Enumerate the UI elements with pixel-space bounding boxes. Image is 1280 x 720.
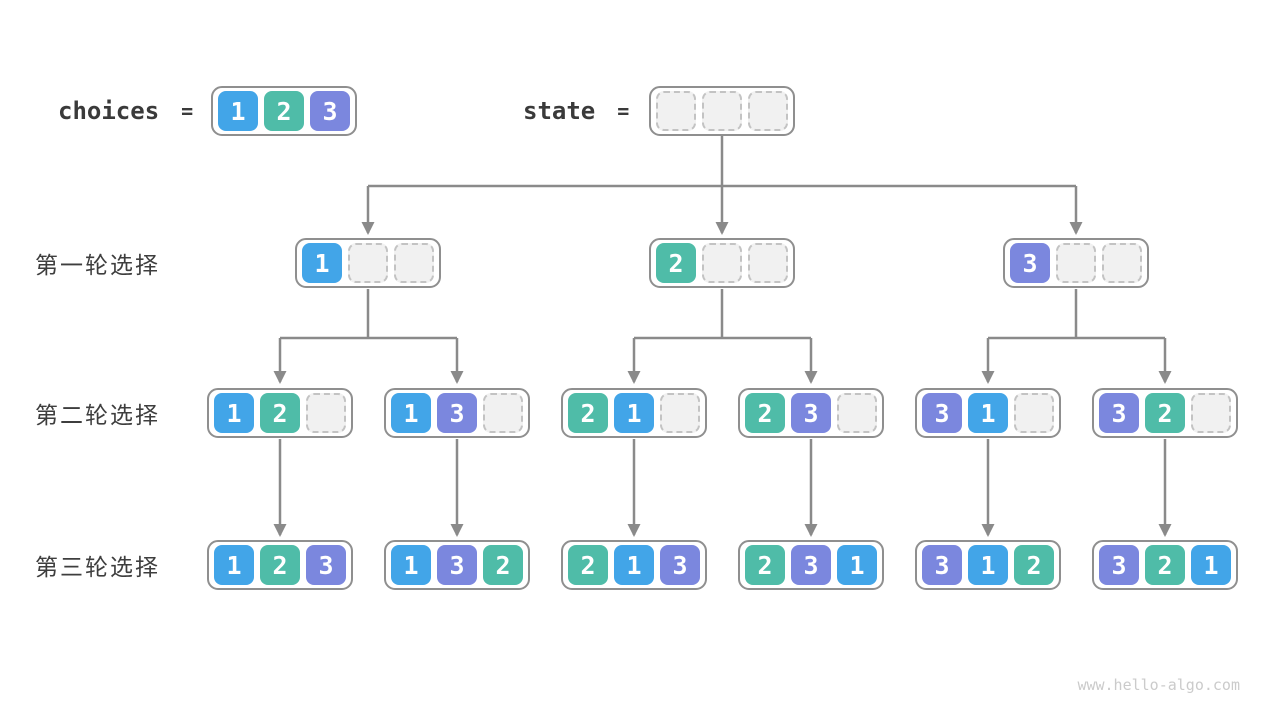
- value-cell: 2: [1145, 393, 1185, 433]
- row-label-round-2: 第二轮选择: [35, 402, 160, 428]
- choices-label: choices =: [58, 97, 193, 125]
- value-cell: 1: [302, 243, 342, 283]
- value-cell: 3: [437, 393, 477, 433]
- state-label-text: state: [523, 97, 596, 125]
- value-cell: 3: [306, 545, 346, 585]
- empty-cell: [702, 243, 742, 283]
- value-cell: 1: [614, 393, 654, 433]
- empty-cell: [1102, 243, 1142, 283]
- empty-cell: [660, 393, 700, 433]
- value-cell: 1: [214, 393, 254, 433]
- empty-cell: [656, 91, 696, 131]
- empty-cell: [306, 393, 346, 433]
- value-cell: 2: [656, 243, 696, 283]
- value-cell: 1: [218, 91, 258, 131]
- state-node-round1-3: 3: [1003, 238, 1149, 288]
- value-cell: 2: [568, 545, 608, 585]
- value-cell: 1: [391, 545, 431, 585]
- empty-cell: [837, 393, 877, 433]
- value-cell: 3: [922, 545, 962, 585]
- value-cell: 3: [437, 545, 477, 585]
- empty-cell: [394, 243, 434, 283]
- row-label-round-3: 第三轮选择: [35, 554, 160, 580]
- value-cell: 3: [310, 91, 350, 131]
- value-cell: 2: [264, 91, 304, 131]
- value-cell: 2: [745, 545, 785, 585]
- value-cell: 2: [260, 545, 300, 585]
- value-cell: 3: [1099, 545, 1139, 585]
- value-cell: 2: [1145, 545, 1185, 585]
- empty-cell: [483, 393, 523, 433]
- choices-label-text: choices: [58, 97, 160, 125]
- empty-cell: [1056, 243, 1096, 283]
- value-cell: 1: [214, 545, 254, 585]
- empty-cell: [748, 91, 788, 131]
- value-cell: 3: [791, 393, 831, 433]
- value-cell: 2: [1014, 545, 1054, 585]
- choices-equals-sign: =: [181, 99, 194, 123]
- empty-cell: [1191, 393, 1231, 433]
- value-cell: 1: [1191, 545, 1231, 585]
- state-label: state =: [523, 97, 629, 125]
- value-cell: 3: [660, 545, 700, 585]
- empty-cell: [1014, 393, 1054, 433]
- state-node-round1-2: 2: [649, 238, 795, 288]
- value-cell: 2: [745, 393, 785, 433]
- value-cell: 1: [968, 393, 1008, 433]
- value-cell: 1: [614, 545, 654, 585]
- state-node-round1-1: 1: [295, 238, 441, 288]
- value-cell: 2: [260, 393, 300, 433]
- value-cell: 2: [568, 393, 608, 433]
- value-cell: 3: [1099, 393, 1139, 433]
- state-node: [649, 86, 795, 136]
- value-cell: 3: [922, 393, 962, 433]
- row-label-round-1: 第一轮选择: [35, 252, 160, 278]
- empty-cell: [702, 91, 742, 131]
- watermark: www.hello-algo.com: [1077, 676, 1240, 694]
- value-cell: 3: [1010, 243, 1050, 283]
- value-cell: 1: [391, 393, 431, 433]
- empty-cell: [348, 243, 388, 283]
- empty-cell: [748, 243, 788, 283]
- state-equals-sign: =: [617, 99, 630, 123]
- value-cell: 2: [483, 545, 523, 585]
- value-cell: 1: [968, 545, 1008, 585]
- value-cell: 3: [791, 545, 831, 585]
- value-cell: 1: [837, 545, 877, 585]
